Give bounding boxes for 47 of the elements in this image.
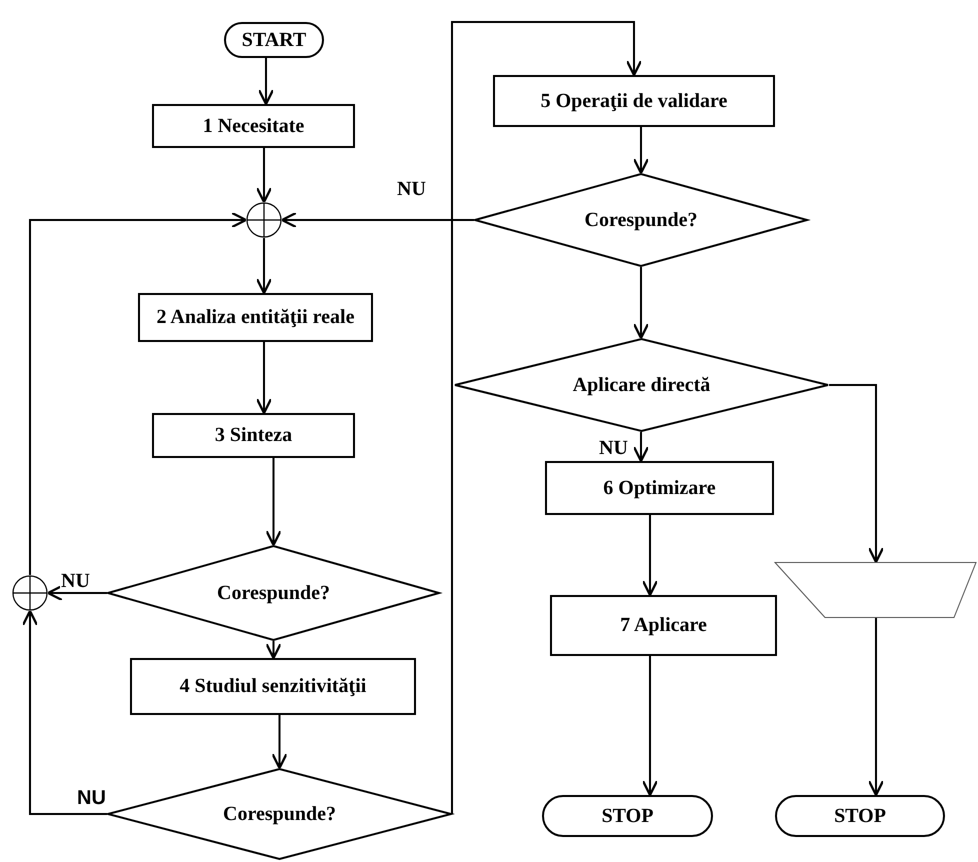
process-label: 5 Operaţii de validare [540, 90, 728, 112]
process-box [550, 595, 777, 656]
process-label: 3 Sinteza [214, 424, 292, 447]
decision-label: Corespunde? [217, 582, 330, 604]
terminal-label: STOP [834, 804, 886, 828]
process-box [493, 75, 775, 127]
process-label: 4 Studiul senzitivităţii [180, 675, 366, 698]
terminal-label: START [242, 28, 306, 52]
decision-diamond [474, 173, 808, 267]
decision-diamond [454, 338, 829, 432]
process-box [152, 104, 355, 148]
arrow [265, 458, 282, 546]
terminal-label: STOP [602, 804, 654, 828]
process-label: 2 Analiza entităţii reale [156, 306, 354, 329]
arrow [868, 618, 884, 796]
process-box [152, 413, 355, 458]
arrow [829, 384, 884, 564]
arrow [46, 584, 107, 602]
arrow [280, 212, 474, 228]
arrow [451, 21, 642, 815]
trapezoid-shape [775, 562, 976, 618]
arrow [271, 715, 288, 770]
arrow [632, 432, 650, 462]
decision-diamond [107, 545, 440, 641]
process-label: 1 Necesitate [202, 114, 304, 138]
decision-label: Corespunde? [584, 208, 698, 232]
process-box [138, 293, 373, 342]
decision-label: Aplicare directă [572, 374, 710, 396]
process-box [130, 658, 416, 715]
process-box [545, 461, 774, 515]
summing-junction [246, 202, 282, 238]
decision-diamond [107, 768, 452, 860]
summing-junction [12, 575, 48, 611]
decision-label: Corespunde? [223, 802, 336, 826]
arrow [258, 58, 274, 106]
arrow [632, 127, 650, 174]
arrow [642, 515, 658, 596]
arrow [256, 238, 272, 294]
arrow [22, 610, 107, 815]
arrow [265, 641, 282, 660]
arrow [256, 148, 272, 204]
arrow [29, 212, 248, 575]
arrow [632, 267, 650, 340]
arrow [642, 656, 658, 796]
process-label: 7 Aplicare [620, 614, 707, 637]
process-label: 6 Optimizare [603, 476, 716, 500]
arrow [256, 342, 272, 414]
